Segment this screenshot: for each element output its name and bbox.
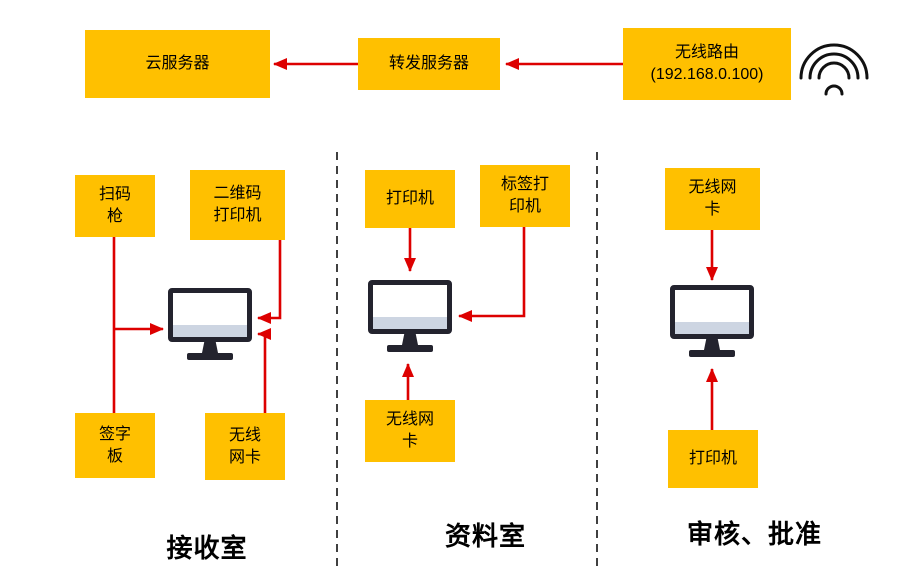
computer-monitor-zone2 xyxy=(368,280,452,352)
zone-label-data-room: 资料室 xyxy=(444,521,526,551)
wireless-card-box-zone1: 无线 网卡 xyxy=(205,413,285,480)
monitor-screen xyxy=(670,285,754,339)
monitor-taskbar-strip xyxy=(675,322,749,334)
forwarding-server-box: 转发服务器 xyxy=(358,38,500,90)
computer-monitor-zone1 xyxy=(168,288,252,360)
printer-box-zone2: 打印机 xyxy=(365,170,455,228)
monitor-taskbar-strip xyxy=(373,317,447,329)
qr-printer-box: 二维码 打印机 xyxy=(190,170,285,240)
scanner-box: 扫码 枪 xyxy=(75,175,155,237)
computer-monitor-zone3 xyxy=(670,285,754,357)
signature-pad-box: 签字 板 xyxy=(75,413,155,478)
label-printer-box: 标签打 印机 xyxy=(480,165,570,227)
monitor-stand xyxy=(202,342,218,353)
arrow-qrprinter-to-monitor1 xyxy=(257,240,282,324)
wireless-router-box: 无线路由 (192.168.0.100) xyxy=(623,28,791,100)
zone-label-receiving-room: 接收室 xyxy=(166,533,248,563)
monitor-base xyxy=(187,353,233,360)
monitor-screen xyxy=(168,288,252,342)
monitor-stand xyxy=(402,334,418,345)
monitor-base xyxy=(689,350,735,357)
zone-label-review-approval: 审核、批准 xyxy=(686,519,822,549)
monitor-stand xyxy=(704,339,720,350)
wireless-card-box-zone3: 无线网 卡 xyxy=(665,168,760,230)
cloud-server-box: 云服务器 xyxy=(85,30,270,98)
arrow-wirelesscard1-to-monitor1 xyxy=(257,328,271,413)
monitor-screen xyxy=(368,280,452,334)
monitor-taskbar-strip xyxy=(173,325,247,337)
wifi-signal-icon xyxy=(799,43,869,96)
wireless-card-box-zone2: 无线网 卡 xyxy=(365,400,455,462)
arrow-labelprinter-to-monitor2 xyxy=(458,227,526,322)
printer-box-zone3: 打印机 xyxy=(668,430,758,488)
monitor-base xyxy=(387,345,433,352)
